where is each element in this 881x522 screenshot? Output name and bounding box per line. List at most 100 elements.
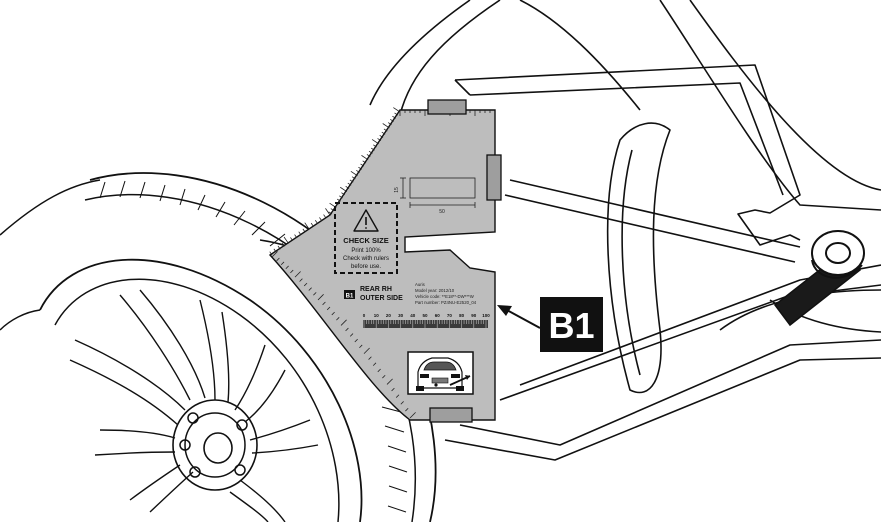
vehicle-info-line-2: Model year: 2012/10 — [415, 288, 455, 293]
edge-tick — [349, 333, 354, 337]
edge-tick — [359, 344, 363, 349]
edge-tick — [336, 198, 341, 202]
positioning-template: 50 15 CHECK SIZE Print 100% Check with r… — [268, 99, 502, 423]
dimension-height-label: 15 — [394, 187, 400, 193]
edge-tick — [276, 257, 280, 262]
magnet-tab-top — [427, 99, 467, 115]
edge-tick — [391, 387, 395, 392]
ruler-label: 0 — [363, 313, 366, 318]
edge-tick — [356, 170, 360, 173]
edge-tick — [280, 261, 285, 266]
edge-tick — [290, 237, 294, 241]
edge-tick — [325, 208, 331, 216]
edge-tick — [328, 211, 333, 215]
size-check-rectangle — [400, 177, 476, 208]
warning-line-1: Print 100% — [351, 248, 381, 254]
ruler-label: 50 — [422, 313, 428, 318]
edge-tick — [336, 317, 340, 321]
edge-tick — [339, 186, 348, 193]
edge-tick — [313, 292, 317, 296]
edge-tick — [362, 160, 367, 164]
edge-ruler-ticks — [269, 107, 416, 419]
measuring-ruler-ticks — [363, 320, 487, 328]
edge-tick — [370, 147, 375, 151]
edge-tick — [319, 217, 323, 221]
edge-tick — [393, 107, 401, 113]
edge-tick — [281, 242, 285, 247]
edge-tick — [392, 115, 396, 119]
vehicle-info-line-3: Vehicle code: **E18**-DW***W — [415, 294, 475, 299]
edge-tick — [383, 128, 388, 132]
edge-tick — [331, 311, 335, 316]
edge-tick — [323, 214, 327, 219]
edge-tick — [405, 407, 409, 412]
ruler-label: 30 — [398, 313, 404, 318]
edge-tick — [373, 144, 377, 148]
edge-tick — [345, 327, 349, 332]
edge-tick — [308, 287, 312, 291]
edge-tick — [372, 362, 377, 366]
edge-tick — [361, 155, 369, 161]
edge-tick — [273, 248, 277, 253]
warning-line-3: before use. — [351, 264, 381, 270]
edge-tick — [304, 222, 310, 230]
callout-leader-line — [504, 308, 541, 329]
edge-tick — [377, 138, 382, 142]
edge-tick — [341, 192, 345, 196]
edge-tick — [366, 154, 371, 157]
edge-tick — [314, 220, 318, 224]
position-line-1: REAR RH — [360, 286, 392, 293]
position-badge-text: B1 — [346, 294, 354, 300]
edge-tick — [271, 251, 278, 258]
dimension-width-label: 50 — [439, 209, 445, 215]
edge-tick — [283, 236, 289, 244]
edge-tick — [386, 378, 393, 385]
vehicle-info-line-4: Part number: PZ4NU-E2520_04 — [415, 300, 477, 305]
edge-tick — [294, 234, 298, 239]
car-rear-icon — [407, 351, 474, 395]
measuring-ruler-bar — [363, 320, 488, 328]
edge-tick — [298, 231, 302, 236]
edge-tick — [299, 278, 303, 282]
ruler-label: 40 — [410, 313, 416, 318]
warning-title: CHECK SIZE — [343, 236, 388, 245]
magnet-tab-bottom — [429, 407, 473, 423]
ruler-label: 70 — [447, 313, 453, 318]
edge-tick — [394, 112, 399, 116]
edge-tick — [368, 150, 373, 154]
edge-tick — [409, 412, 416, 419]
edge-tick — [277, 245, 281, 250]
callout-label-box — [540, 297, 603, 352]
edge-tick — [400, 401, 404, 405]
ruler-label: 80 — [459, 313, 465, 318]
edge-tick — [269, 251, 273, 256]
callout-label: B1 — [548, 305, 594, 346]
warning-triangle-icon — [353, 209, 379, 232]
edge-tick — [395, 394, 400, 398]
edge-tick — [351, 176, 356, 180]
edge-tick — [381, 131, 386, 135]
edge-tick — [294, 271, 301, 278]
edge-tick — [326, 306, 331, 311]
tow-hook-bracket — [773, 230, 865, 327]
callout-arrowhead-icon — [497, 305, 512, 316]
edge-tick — [368, 356, 372, 360]
vehicle-info-line-1: Auris — [415, 282, 425, 287]
check-size-warning-box — [334, 202, 398, 274]
edge-tick — [330, 208, 335, 212]
edge-tick — [345, 185, 350, 189]
position-badge — [344, 290, 355, 299]
ruler-label: 90 — [471, 313, 477, 318]
edge-tick — [340, 319, 347, 326]
ruler-label: 100 — [482, 313, 490, 318]
position-line-2: OUTER SIDE — [360, 295, 403, 302]
edge-tick — [363, 347, 370, 354]
edge-tick — [303, 282, 308, 287]
b1-callout: B1 — [497, 297, 603, 352]
edge-tick — [349, 179, 354, 183]
edge-tick — [339, 195, 343, 199]
ruler-label: 20 — [386, 313, 392, 318]
edge-tick — [302, 228, 306, 233]
